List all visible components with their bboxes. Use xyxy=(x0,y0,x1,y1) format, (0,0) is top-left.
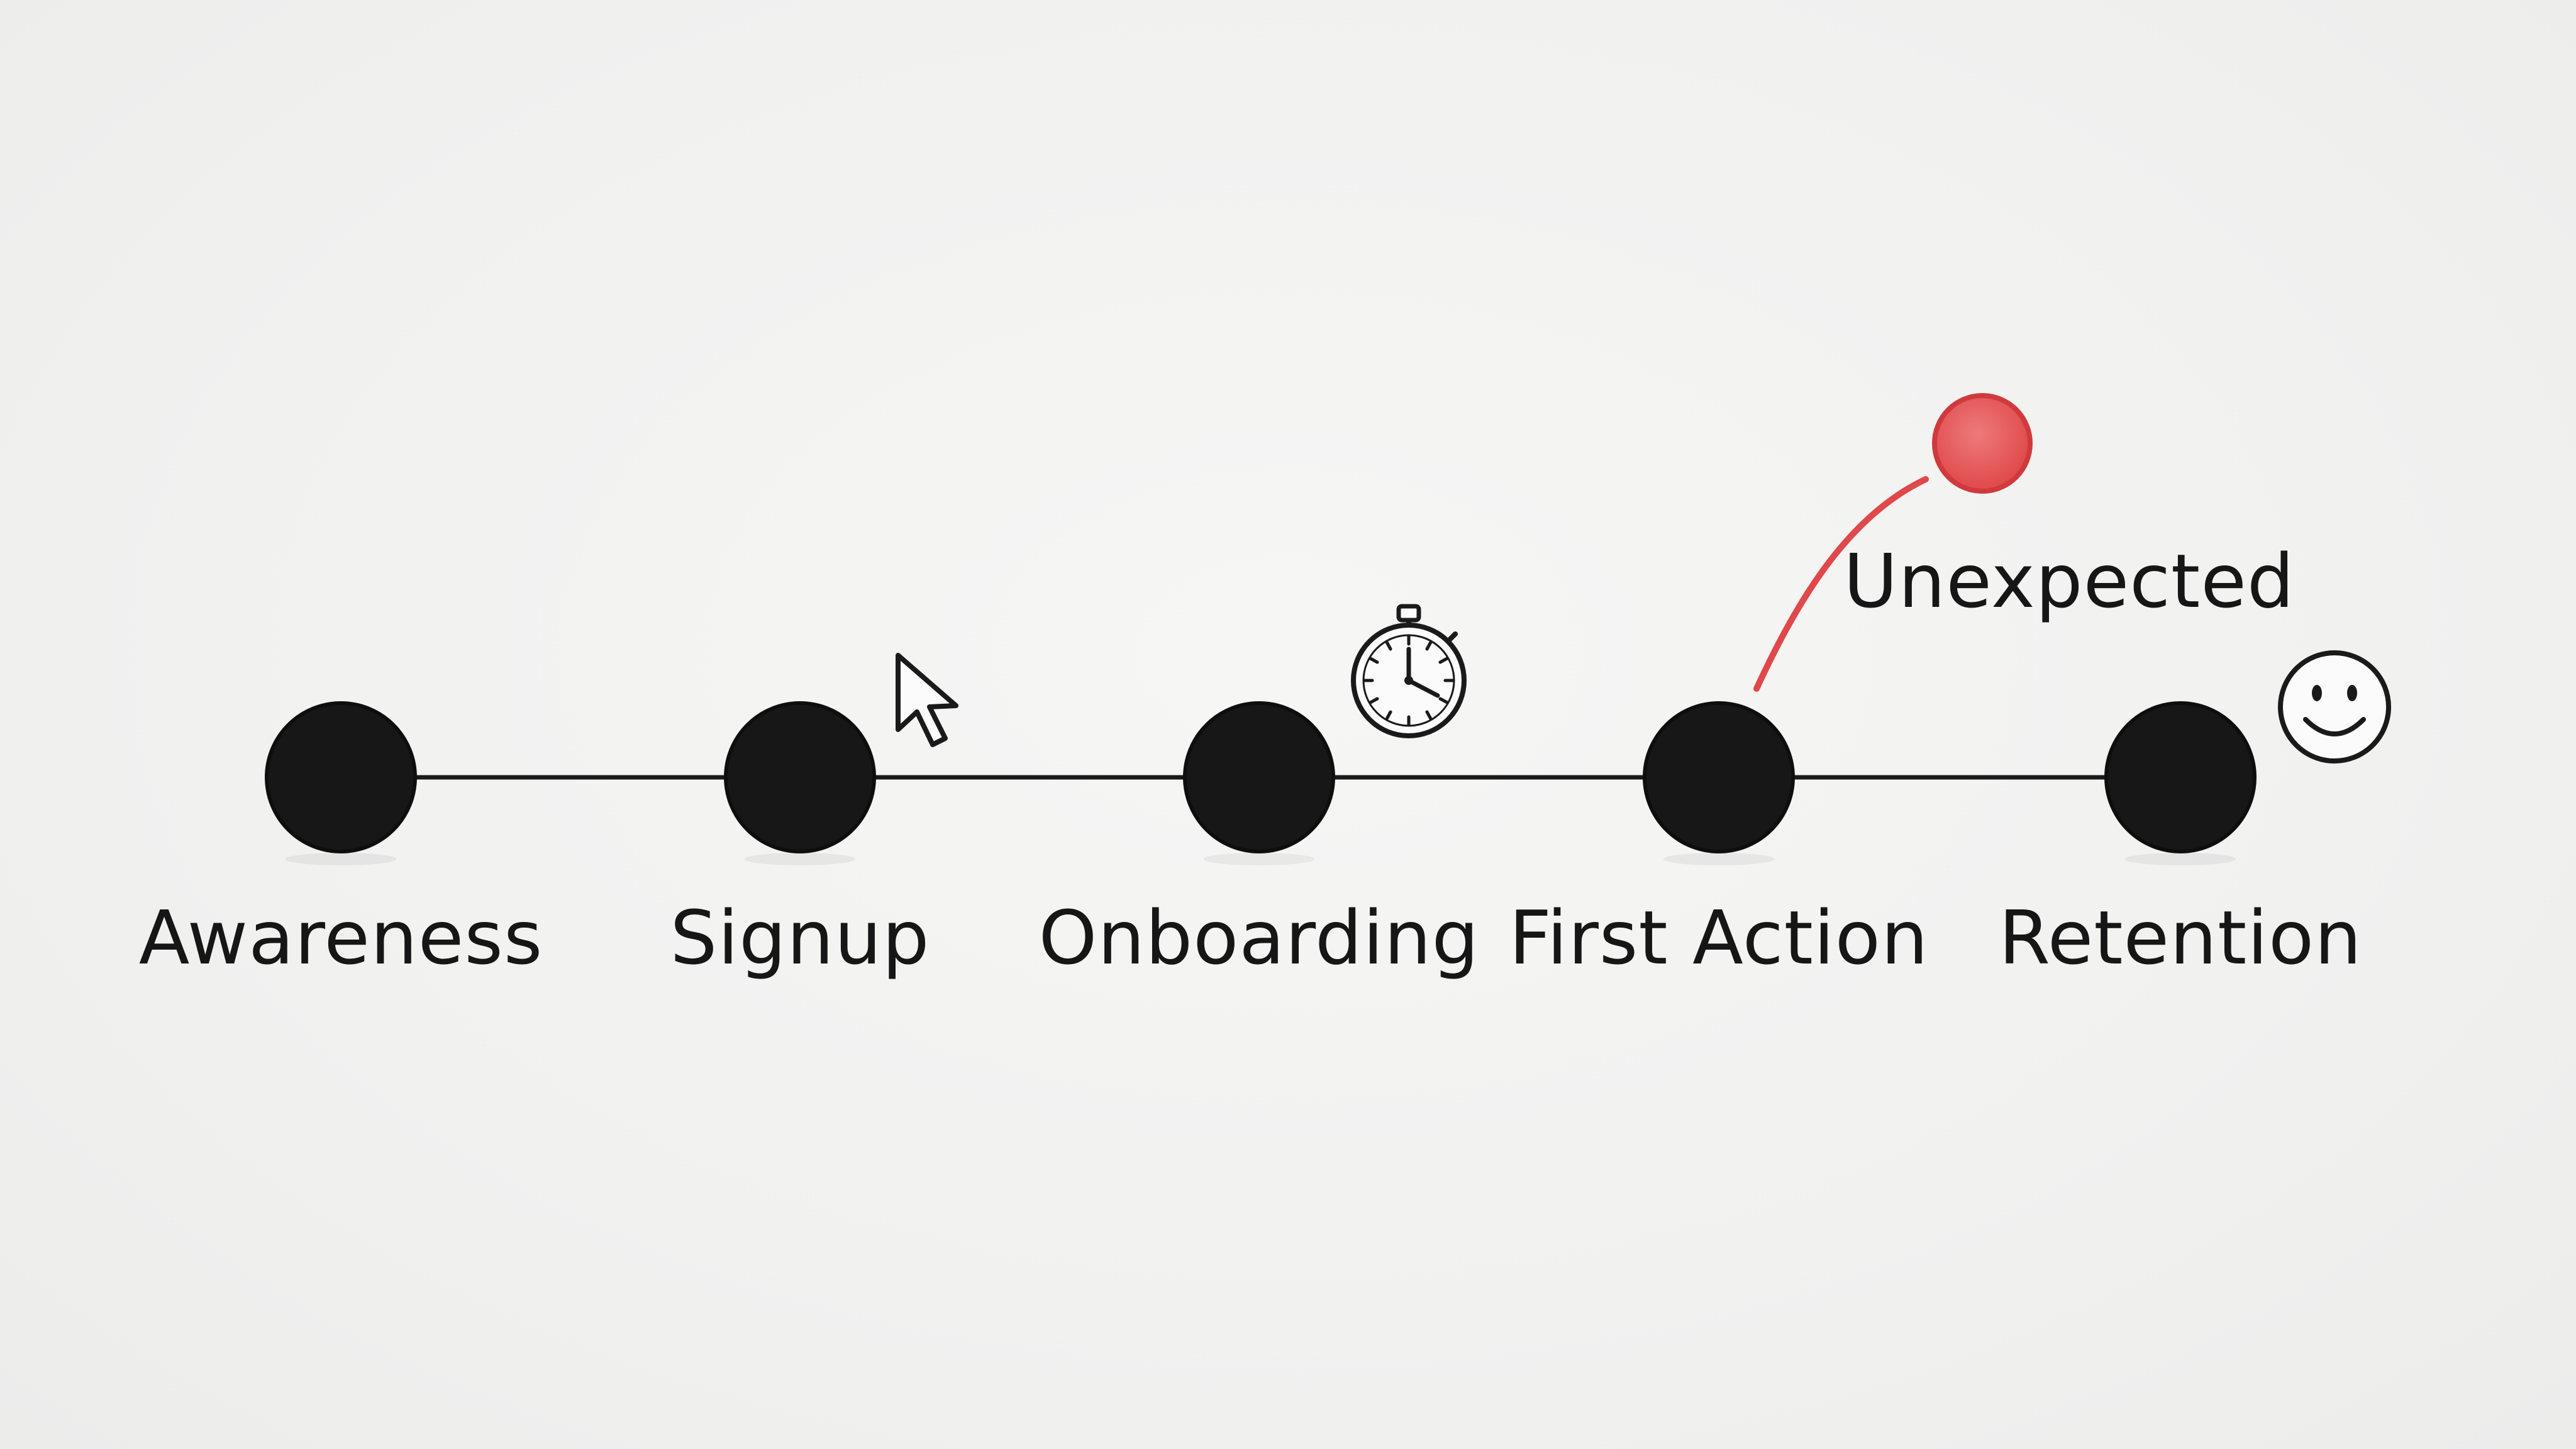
stage-node-shadow xyxy=(1663,853,1775,865)
stage-node-shadow xyxy=(285,853,397,865)
stage-node-shadow xyxy=(1203,853,1315,865)
stage-label-onboarding: Onboarding xyxy=(1039,894,1480,981)
stage-node-onboarding[interactable] xyxy=(1183,701,1335,853)
stage-label-signup: Signup xyxy=(670,894,930,981)
smiley-icon xyxy=(2278,650,2391,763)
stage-node-retention[interactable] xyxy=(2104,701,2257,853)
unexpected-label: Unexpected xyxy=(1843,538,2295,625)
stage-label-awareness: Awareness xyxy=(139,894,543,981)
stage-nodes xyxy=(265,701,2257,865)
stage-label-retention: Retention xyxy=(1999,894,2362,981)
unexpected-branch-curve xyxy=(1753,476,1929,692)
stage-label-first-action: First Action xyxy=(1509,894,1928,981)
stopwatch-icon xyxy=(1351,604,1467,738)
stage-node-signup[interactable] xyxy=(724,701,876,853)
stage-node-shadow xyxy=(2124,853,2236,865)
unexpected-node[interactable] xyxy=(1932,393,2033,494)
stage-labels: Awareness Signup Onboarding First Action Ret… xyxy=(139,894,2362,981)
stage-node-awareness[interactable] xyxy=(265,701,417,853)
stage-node-first-action[interactable] xyxy=(1643,701,1795,853)
stage-node-shadow xyxy=(744,853,856,865)
cursor-arrow-icon xyxy=(896,653,958,747)
